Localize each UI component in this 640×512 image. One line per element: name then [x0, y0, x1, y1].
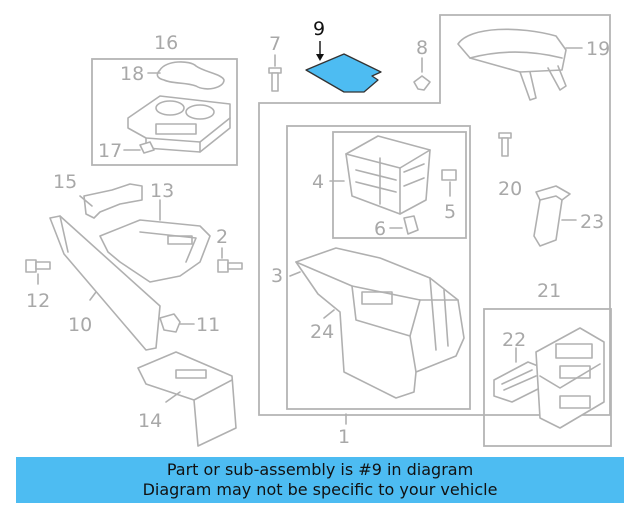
group-box-3: [286, 125, 471, 410]
part-17-clip: [123, 141, 155, 154]
part-8-clip: [413, 57, 431, 91]
callout-9[interactable]: 9: [313, 18, 325, 40]
callout-23: 23: [580, 211, 604, 233]
callout-3: 3: [271, 265, 283, 287]
part-5-clip: [441, 169, 457, 197]
callout-14: 14: [138, 410, 162, 432]
part-24-console-body: [289, 247, 465, 399]
part-16-cupholder: [127, 95, 231, 153]
part-18-mat: [147, 61, 225, 90]
callout-15: 15: [53, 171, 77, 193]
callout-7: 7: [269, 33, 281, 55]
part-14-lower-bracket: [137, 351, 237, 447]
callout-24: 24: [310, 321, 334, 343]
group-box-16: [91, 58, 238, 166]
group-box-1: [258, 14, 611, 416]
part-21-rear-panel: [535, 327, 605, 429]
part-23-duct: [533, 185, 577, 247]
callout-16: 16: [154, 32, 178, 54]
callout-13: 13: [150, 180, 174, 202]
info-banner: Part or sub-assembly is #9 in diagram Di…: [16, 457, 624, 503]
part-7-screw: [268, 54, 282, 92]
callout-21: 21: [537, 280, 561, 302]
callout-12: 12: [26, 290, 50, 312]
callout-4: 4: [312, 171, 324, 193]
callout-10: 10: [68, 314, 92, 336]
group-box-21: [483, 308, 612, 447]
group-box-4: [332, 131, 467, 239]
callout-17: 17: [98, 140, 122, 162]
callout-8: 8: [416, 37, 428, 59]
part-2-bolt: [217, 247, 243, 273]
parts-diagram: 1 2 3 4 5 6 7 8 9 10 11 12 13 14 15 16 1…: [25, 14, 612, 448]
callout-19: 19: [586, 38, 610, 60]
part-20-bolt: [498, 132, 512, 157]
part-11-clip: [159, 313, 195, 333]
banner-line-1: Part or sub-assembly is #9 in diagram: [166, 460, 474, 479]
part-13-console-frame: [99, 199, 211, 283]
callout-5: 5: [444, 201, 456, 223]
callout-11: 11: [196, 314, 220, 336]
callout-18: 18: [120, 63, 144, 85]
callout-22: 22: [502, 329, 526, 351]
callout-1: 1: [338, 426, 350, 448]
part-12-screw: [25, 259, 51, 285]
part-9-mat[interactable]: [305, 41, 382, 93]
callout-2: 2: [216, 226, 228, 248]
part-4-bin: [329, 135, 431, 215]
banner-line-2: Diagram may not be specific to your vehi…: [142, 480, 498, 499]
callout-20: 20: [498, 178, 522, 200]
callout-6: 6: [374, 218, 386, 240]
part-6-clip: [389, 215, 419, 235]
part-19-armrest-lid: [457, 28, 583, 101]
part-15-bracket: [79, 183, 143, 219]
part-10-side-panel: [49, 215, 161, 351]
